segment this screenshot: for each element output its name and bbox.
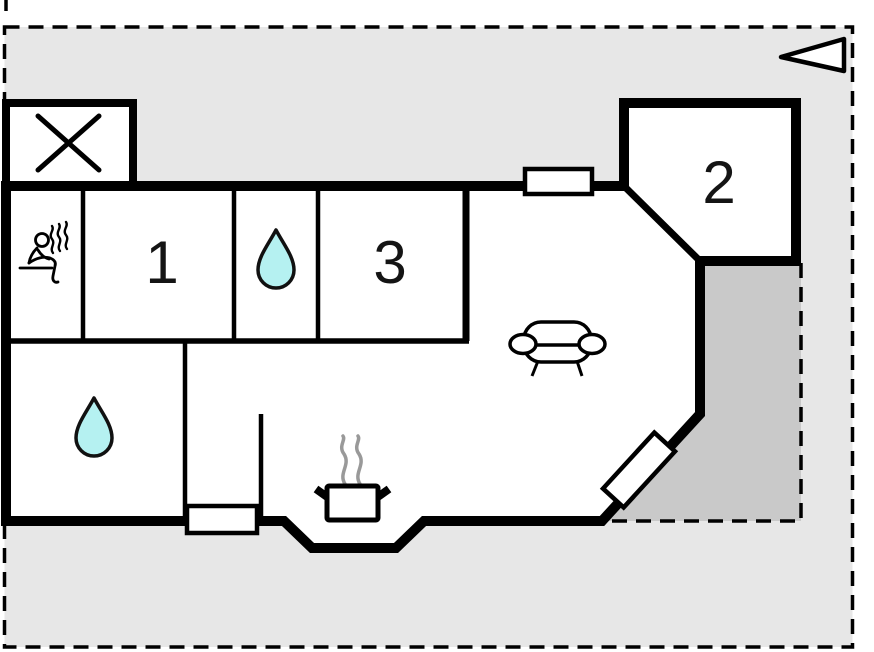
north-arrow-icon [778, 36, 847, 74]
stove-pot-icon [313, 434, 392, 523]
water-drop-icon [74, 396, 114, 458]
pot-steam [354, 434, 363, 486]
crossed-box-icon [35, 113, 102, 173]
sofa-icon [508, 320, 607, 377]
room-label-2: 2 [702, 149, 735, 216]
room-label-1: 1 [145, 229, 178, 296]
windows [184, 166, 679, 536]
sofa-armrest [577, 332, 607, 356]
sofa-leg [575, 360, 584, 377]
room-label-3: 3 [373, 229, 406, 296]
interior-walls [2, 184, 704, 519]
room-labels: 1 2 3 [145, 149, 735, 296]
pot-body [324, 483, 381, 523]
window-marker [522, 166, 595, 197]
pot-steam [339, 434, 348, 486]
sauna-person-head [34, 232, 50, 248]
sauna-person-legs [27, 255, 60, 284]
wall-room2-diagonal [622, 184, 704, 265]
window-marker [599, 429, 679, 511]
water-drop-icon [256, 228, 296, 290]
sofa-leg [530, 360, 540, 377]
sauna-steam [63, 220, 69, 251]
sauna-icon [18, 220, 69, 284]
terrace-boundary-dashed [611, 263, 803, 523]
window-marker [184, 503, 260, 536]
sauna-steam [56, 222, 62, 253]
sauna-steam [49, 224, 55, 255]
sofa-armrest [508, 332, 538, 356]
